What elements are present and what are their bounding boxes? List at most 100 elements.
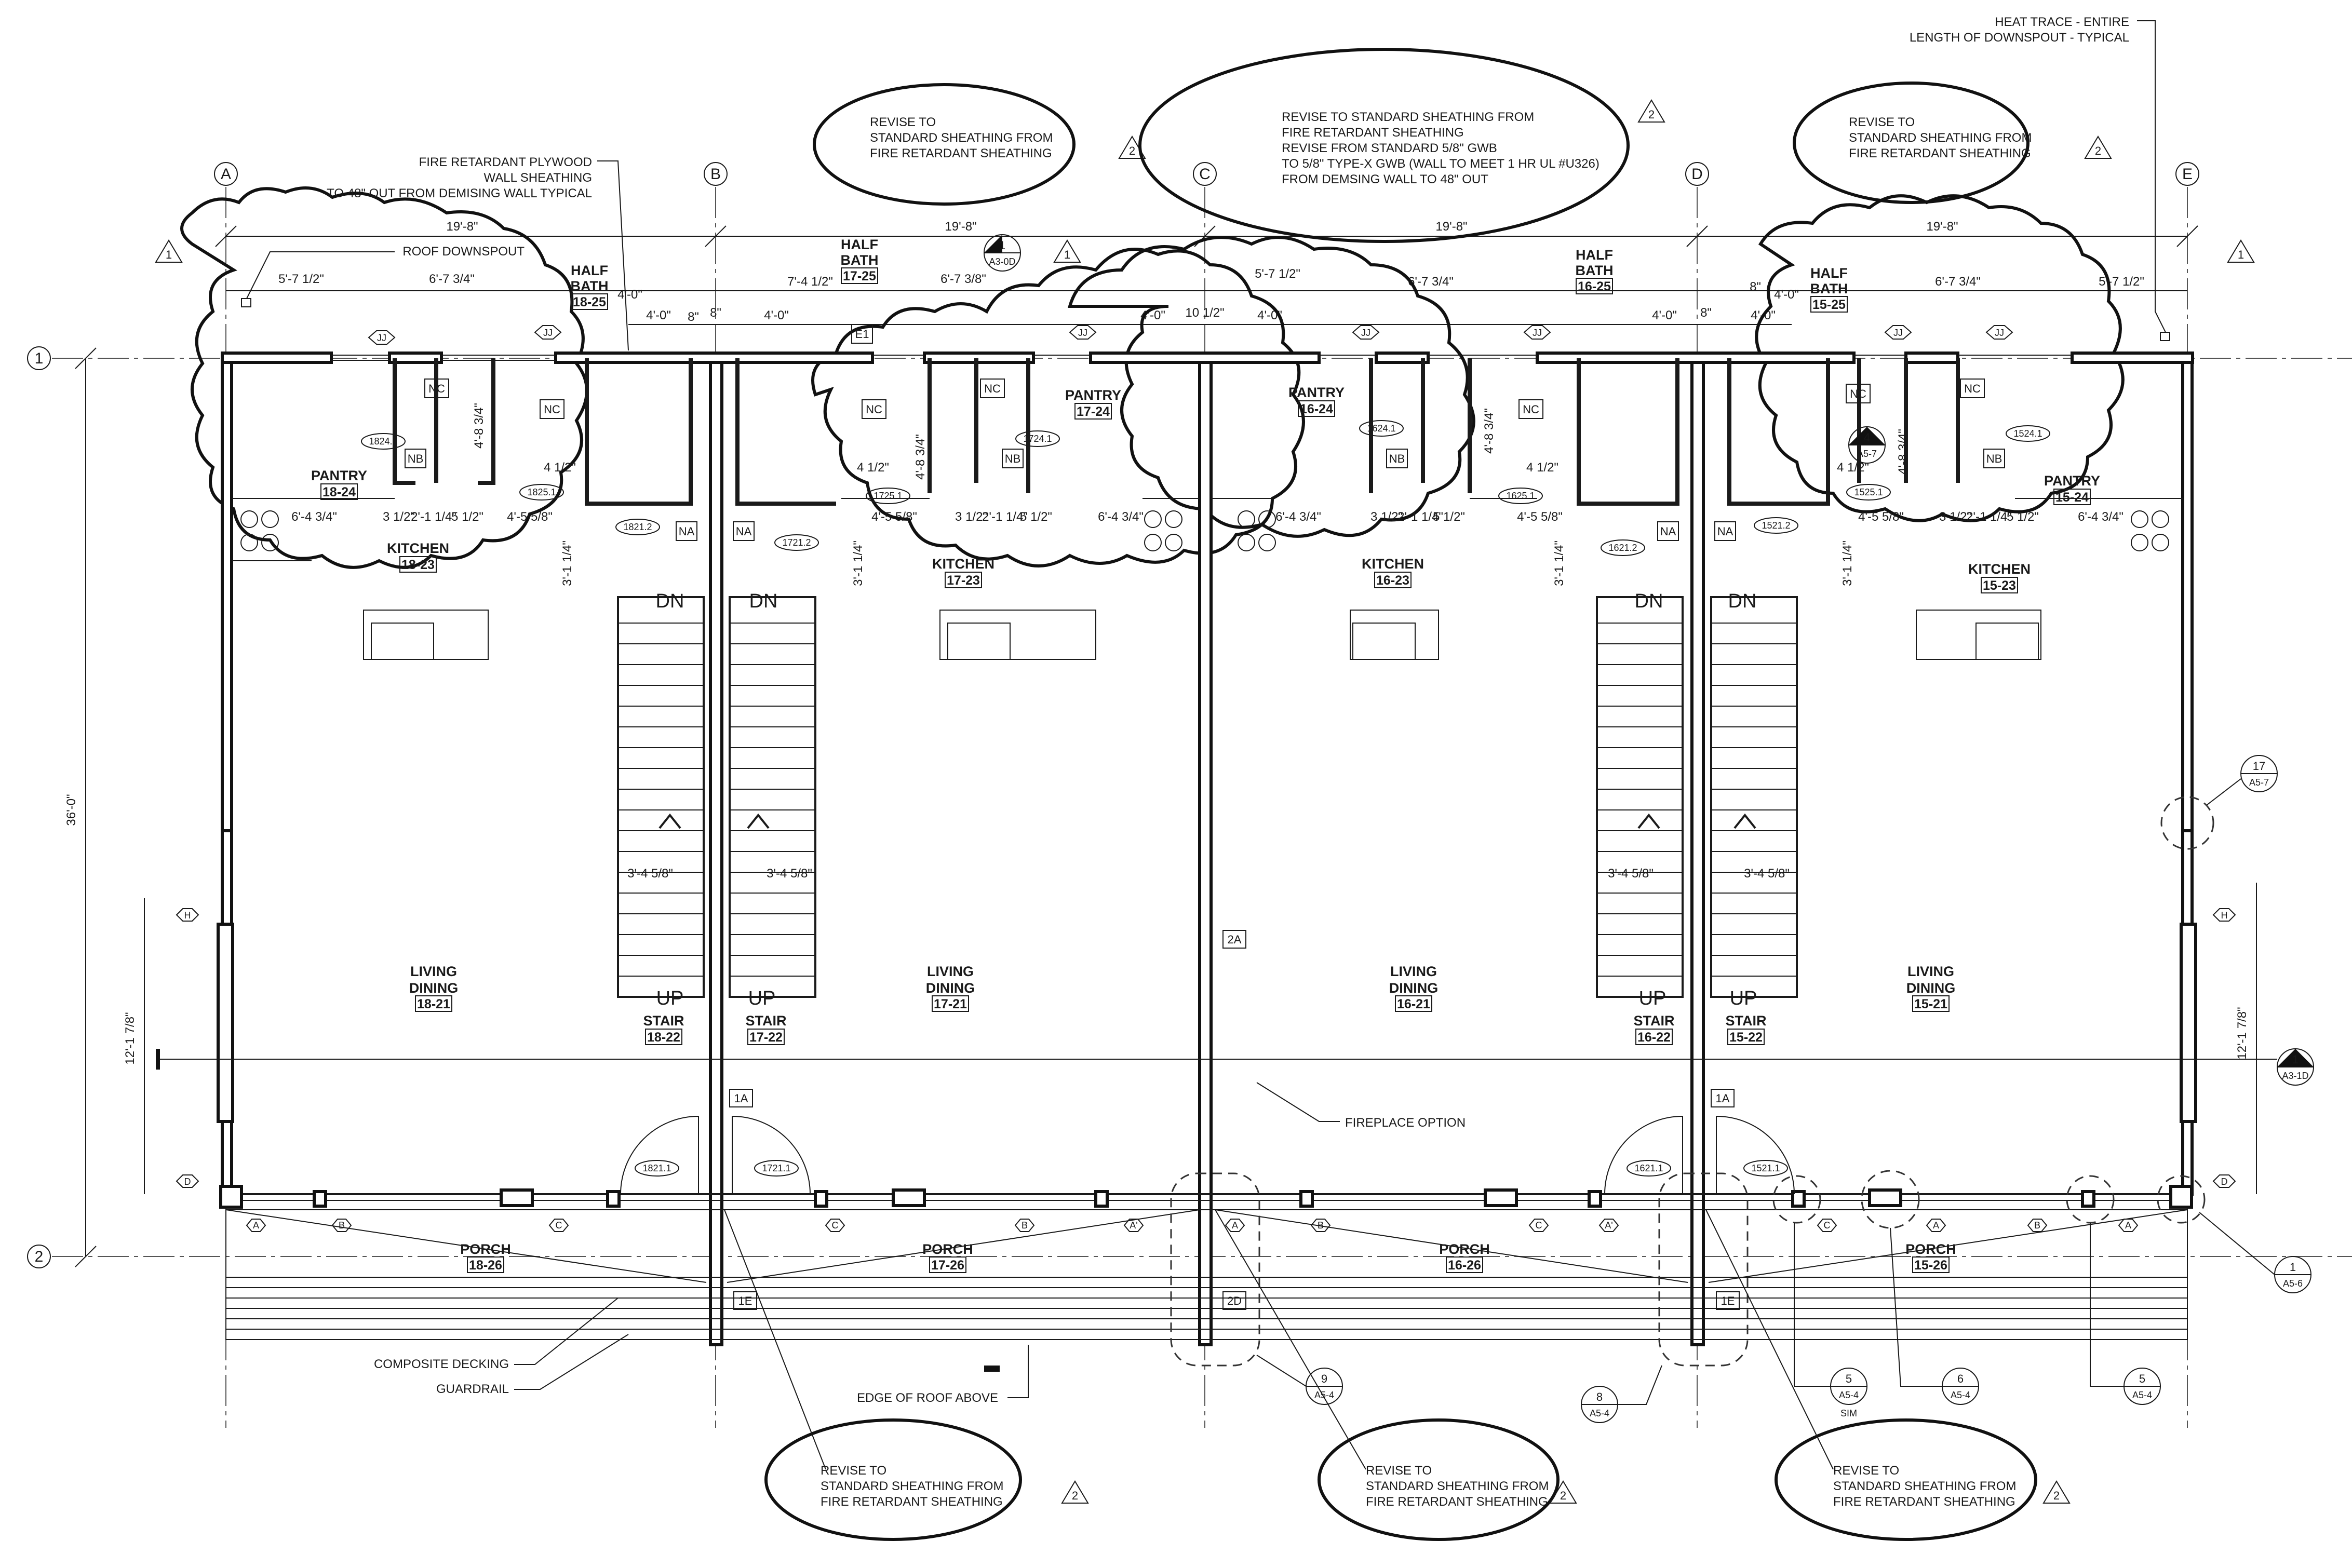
- bath-dim: 3 1/2": [383, 510, 415, 524]
- dim-8in: 8": [710, 306, 721, 320]
- bath-dim: 3 1/2": [1370, 510, 1403, 524]
- callout-detail-6-a54: 6 A5-4: [1890, 1227, 1979, 1405]
- revision-text: STANDARD SHEATHING FROM: [1849, 131, 2032, 145]
- room-number: 18-22: [647, 1030, 680, 1045]
- callout-detail-5-a54: 5 A5-4: [2090, 1223, 2161, 1405]
- note-decking: COMPOSITE DECKING GUARDRAIL: [374, 1297, 629, 1396]
- door-tag: 1625.1: [1506, 491, 1535, 501]
- bath-dim: 3'-1 1/4": [1840, 540, 1854, 586]
- callout-section-1-a30d: 1 A3-0D: [984, 234, 1021, 272]
- revision-delta: 2: [1560, 1489, 1566, 1502]
- dim-8in: 8": [1750, 280, 1761, 294]
- sub-dim: 6'-7 3/8": [940, 272, 986, 286]
- bath-dim: 5 1/2": [1433, 510, 1465, 524]
- room-number: 16-26: [1448, 1258, 1481, 1273]
- room-name: PORCH: [460, 1241, 511, 1257]
- window-tag: A: [1232, 1220, 1238, 1231]
- hex-tag: H: [2221, 910, 2228, 921]
- room-number: 15-22: [1729, 1030, 1763, 1045]
- room-name: STAIR: [643, 1013, 684, 1029]
- door-tag: 1624.1: [1367, 423, 1395, 434]
- door-tag: 1524.1: [2013, 428, 2042, 439]
- door-tag: 1521.1: [1751, 1163, 1780, 1173]
- room-name: PORCH: [1905, 1241, 1956, 1257]
- grid-label: D: [1691, 166, 1703, 183]
- note-line: EDGE OF ROOF ABOVE: [857, 1391, 998, 1405]
- revision-delta-1: 1 1 1: [155, 239, 2255, 263]
- sub-dim: 7'-4 1/2": [787, 275, 833, 289]
- bath-dim: 4 1/2": [544, 461, 576, 475]
- callout-detail-5-a54-sim: 5 A5-4 SIM: [1794, 1223, 1867, 1418]
- room-name: STAIR: [1726, 1013, 1767, 1029]
- room-name: BATH: [1576, 263, 1614, 278]
- hex-tags: JJ JJ JJ JJ JJ JJ JJ H D H D: [176, 325, 2236, 1188]
- stair-down-label: DN: [1728, 590, 1757, 612]
- callout-detail-17-a57: 17 A5-7: [2207, 755, 2278, 805]
- stair-down-label: DN: [1635, 590, 1663, 612]
- revision-text: REVISE TO: [1849, 115, 1915, 129]
- grid-bubble-b: B: [704, 162, 728, 186]
- bay-width: 19'-8": [1926, 220, 1958, 234]
- room-number: 17-23: [947, 573, 980, 588]
- grid-bubble-d: D: [1685, 162, 1709, 186]
- sub-dim: 6'-7 3/4": [1408, 275, 1454, 289]
- window-tag: A': [1605, 1220, 1612, 1231]
- note-line: LENGTH OF DOWNSPOUT - TYPICAL: [1910, 31, 2129, 45]
- stair-arrows: [658, 813, 1756, 829]
- room-number: 17-24: [1077, 404, 1110, 419]
- room-name: BATH: [1810, 281, 1848, 296]
- dim-8in: 8": [688, 310, 699, 324]
- grid-label: 2: [35, 1248, 44, 1265]
- room-name: DINING: [409, 980, 459, 996]
- revision-text: FIRE RETARDANT SHEATHING: [1282, 126, 1464, 140]
- bath-dim: 4'-8 3/4": [472, 403, 486, 449]
- stair-up-label: UP: [748, 988, 776, 1009]
- door-tag: 1721.2: [782, 537, 811, 548]
- window-tag: A': [1130, 1220, 1137, 1231]
- room-number: 17-26: [931, 1258, 964, 1273]
- room-number: 16-24: [1300, 402, 1333, 416]
- room-name: DINING: [1389, 980, 1439, 996]
- door-tag: 1621.1: [1634, 1163, 1663, 1173]
- room-number: 15-25: [1812, 298, 1846, 312]
- wall-type: 2D: [1227, 1294, 1242, 1307]
- room-name: LIVING: [1907, 964, 1954, 979]
- sub-dimension-string: 5'-7 1/2" 6'-7 3/4" 7'-4 1/2" 6'-7 3/8" …: [226, 267, 2187, 291]
- callout-detail-8-a54: 8 A5-4: [1581, 1365, 1662, 1423]
- revision-note-1: REVISE TO STANDARD SHEATHING FROM FIRE R…: [813, 83, 1146, 206]
- wall-type: 1E: [738, 1294, 752, 1307]
- room-number: 17-22: [749, 1030, 783, 1045]
- door-tag: 1521.2: [1762, 520, 1790, 531]
- pantry-dim: 6'-4 3/4": [291, 510, 337, 524]
- room-name: KITCHEN: [1968, 561, 2031, 577]
- room-number: 18-23: [401, 558, 435, 572]
- hex-tag: JJ: [377, 333, 386, 343]
- hex-tag: JJ: [1995, 328, 2004, 338]
- grid-bubble-2: 2: [27, 1245, 51, 1268]
- callout-sheet: A3-1D: [2282, 1071, 2308, 1081]
- stair-direction-labels: DN DN DN DN UP UP UP UP: [656, 590, 1757, 1009]
- bath-dim: 3'-1 1/4": [560, 540, 574, 586]
- unit-15: LIVING DINING 15-21 STAIR 15-22 KITCHEN …: [1726, 265, 2100, 1273]
- bath-dim: 2'-1 1/4": [1397, 510, 1443, 524]
- kitchen-islands: [363, 610, 2041, 660]
- room-name: KITCHEN: [387, 540, 449, 556]
- callout-detail-1-a56: 1 A5-6: [2199, 1212, 2311, 1293]
- hex-tag: JJ: [1078, 328, 1087, 338]
- revision-text: FIRE RETARDANT SHEATHING: [1849, 146, 2031, 160]
- room-name: PORCH: [1439, 1241, 1490, 1257]
- door-tag: 1721.1: [762, 1163, 790, 1173]
- window-tag: C: [832, 1220, 839, 1231]
- note-line: HEAT TRACE - ENTIRE: [1995, 15, 2129, 29]
- revision-text: REVISE TO: [1366, 1464, 1432, 1478]
- revision-delta: 2: [2095, 144, 2101, 157]
- revision-text: FIRE RETARDANT SHEATHING: [870, 146, 1052, 160]
- room-number: 18-25: [573, 295, 606, 309]
- top-dimension-string: 19'-8" 19'-8" 19'-8" 19'-8": [215, 220, 2198, 247]
- window-tags: A B C C B A' A B C A' C A B A: [246, 1219, 2139, 1232]
- fixture-tag: NB: [408, 452, 424, 465]
- bath-dim: 5 1/2": [2007, 510, 2039, 524]
- room-name: LIVING: [410, 964, 457, 979]
- window-tag: B: [2034, 1220, 2040, 1231]
- detail-circles: [1170, 796, 2214, 1367]
